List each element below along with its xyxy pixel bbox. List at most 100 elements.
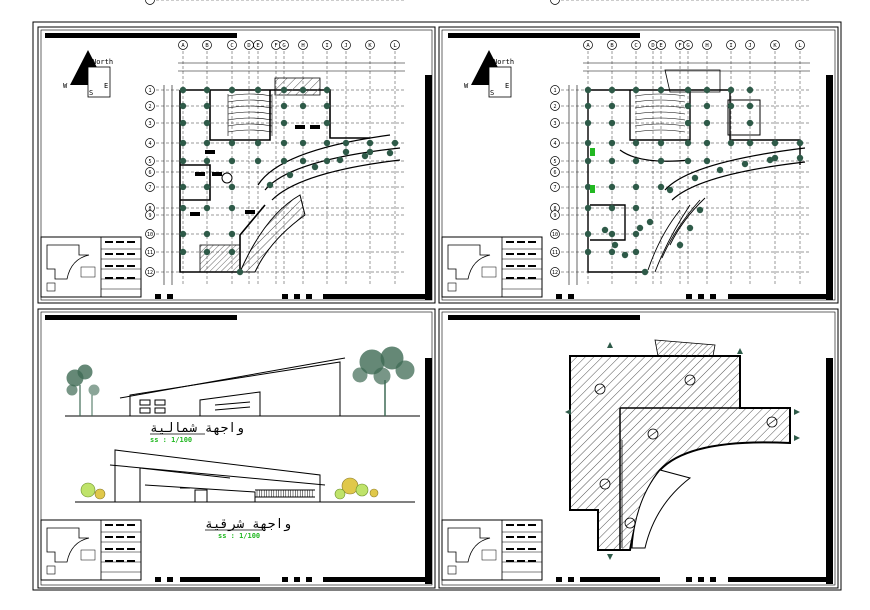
auditorium-seating: [634, 93, 686, 133]
column-marker: [691, 174, 699, 182]
column-marker: [716, 166, 724, 174]
grid-bubble-6: [550, 167, 560, 177]
column-marker: [584, 230, 592, 238]
grid-row-label: 6: [553, 170, 556, 176]
column-marker: [703, 157, 711, 165]
columns: [179, 86, 399, 276]
column-marker: [584, 248, 592, 256]
grid-column-label: B: [610, 43, 614, 49]
column-marker: [266, 181, 274, 189]
column-marker: [703, 102, 711, 110]
grid-column-label: D: [651, 43, 654, 49]
grid-bubble-J: [341, 40, 351, 50]
grid-bubble-1: [550, 85, 560, 95]
grid-bubble-L: [795, 40, 805, 50]
grid-column-label: K: [773, 43, 777, 49]
roof-drain-icon: [647, 428, 659, 440]
grid-bubble-G: [683, 40, 693, 50]
grid-column-label: F: [678, 43, 681, 49]
column-marker: [203, 102, 211, 110]
balustrade-railing: [256, 490, 313, 497]
grid-column-label: J: [748, 43, 751, 49]
grid-bubble-4: [550, 138, 560, 148]
column-marker: [584, 119, 592, 127]
roof-drain-icon: [594, 383, 606, 395]
elevation-title-2: واجهة شرقية ss : 1/100: [205, 517, 291, 540]
roof-drain-icon: [624, 517, 636, 529]
title-block: [441, 519, 543, 581]
column-marker: [228, 183, 236, 191]
grid-column-label: L: [393, 43, 397, 49]
column-marker: [608, 183, 616, 191]
column-marker: [228, 204, 236, 212]
grid-bubble-12: [550, 267, 560, 277]
grid-bubble-9: [550, 210, 560, 220]
column-marker: [632, 230, 640, 238]
north-arrow-icon: North W S E: [63, 50, 113, 98]
column-marker: [286, 171, 294, 179]
grid-column-label: I: [729, 43, 732, 49]
column-marker: [228, 139, 236, 147]
column-marker: [608, 204, 616, 212]
column-marker: [342, 148, 350, 156]
east-elevation-building: [109, 449, 326, 503]
grid-row-label: 7: [553, 185, 556, 191]
column-marker: [342, 139, 350, 147]
grid-bubble-3: [145, 118, 155, 128]
structural-grid: ABCDEFGHIJKL12345678910111213: [145, 0, 405, 285]
grid-row-label: 11: [552, 250, 558, 256]
title-block: [441, 236, 543, 298]
grid-bubble-10: [550, 229, 560, 239]
column-marker: [203, 248, 211, 256]
grid-row-label: 2: [148, 104, 151, 110]
column-marker: [323, 157, 331, 165]
grid-row-label: 11: [147, 250, 153, 256]
grid-column-label: E: [256, 43, 259, 49]
column-marker: [203, 183, 211, 191]
column-marker: [323, 102, 331, 110]
grid-column-label: I: [325, 43, 328, 49]
sheet-outer-border: [32, 21, 842, 591]
grid-bubble-I: [726, 40, 736, 50]
column-marker: [621, 251, 629, 259]
column-marker: [280, 102, 288, 110]
sheet-bottom-left: [37, 308, 436, 589]
compass-west: W: [464, 82, 469, 90]
elevation-title-1: واجهة شمالية ss : 1/100: [150, 421, 244, 444]
column-marker: [311, 163, 319, 171]
column-marker: [254, 86, 262, 94]
column-marker: [203, 119, 211, 127]
grid-bubble-G: [279, 40, 289, 50]
north-label: North: [493, 58, 514, 66]
column-marker: [584, 102, 592, 110]
title-blocks: [40, 236, 543, 581]
column-marker: [686, 224, 694, 232]
column-marker: [766, 156, 774, 164]
grid-row-label: 10: [147, 232, 153, 238]
grid-column-label: F: [274, 43, 277, 49]
grid-column-label: G: [686, 43, 689, 49]
column-marker: [684, 119, 692, 127]
column-marker: [228, 230, 236, 238]
column-marker: [684, 86, 692, 94]
grid-column-label: C: [230, 43, 233, 49]
column-marker: [657, 183, 665, 191]
sheet-top-left: [37, 26, 436, 304]
grid-row-label: 9: [553, 213, 556, 219]
grid-bubble-7: [145, 182, 155, 192]
column-marker: [608, 86, 616, 94]
column-marker: [203, 204, 211, 212]
column-marker: [179, 119, 187, 127]
grid-column-label: K: [368, 43, 372, 49]
grid-bubble-2: [145, 101, 155, 111]
roof-plan: [565, 339, 800, 560]
elevation-title-text: واجهة شرقية: [205, 517, 291, 532]
column-marker: [179, 139, 187, 147]
column-marker: [676, 241, 684, 249]
grid-column-label: L: [798, 43, 802, 49]
grid-row-label: 4: [553, 141, 556, 147]
column-marker: [179, 157, 187, 165]
column-marker: [741, 160, 749, 168]
column-marker: [228, 86, 236, 94]
column-marker: [632, 139, 640, 147]
